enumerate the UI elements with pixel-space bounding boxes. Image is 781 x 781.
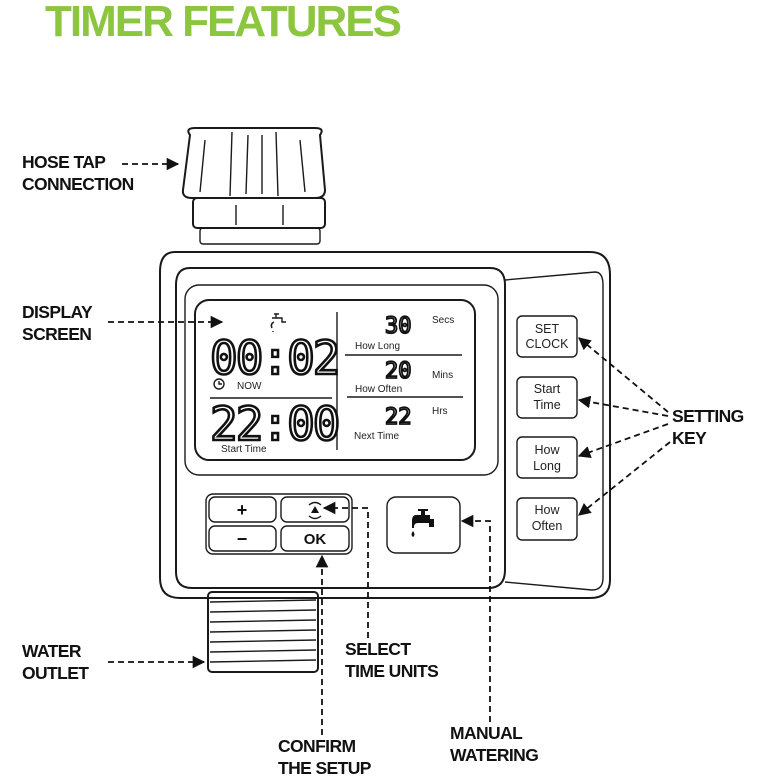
water-outlet-label: WATER [22, 641, 82, 661]
display-label: DISPLAY [22, 302, 93, 322]
water-outlet-thread [207, 591, 319, 673]
setting-key-pointer [577, 395, 669, 417]
key-label: CLOCK [525, 337, 569, 351]
start-time-label: Start Time [221, 444, 267, 455]
hose-tap-connector [181, 127, 327, 245]
cycle-button[interactable] [280, 496, 350, 523]
ok-label: OK [304, 531, 327, 548]
next-time-label: Next Time [354, 431, 399, 442]
key-label: Start [534, 382, 561, 396]
how-often-unit: Mins [432, 370, 453, 381]
hose-tap-label: CONNECTION [22, 174, 134, 194]
setting-key-label: SETTING [672, 406, 744, 426]
setting-key-set-clock[interactable]: SET CLOCK [516, 315, 578, 358]
water-outlet-label: OUTLET [22, 663, 89, 683]
select-units-label: TIME UNITS [345, 661, 438, 681]
start-time-value: 22:00 [210, 397, 338, 451]
setting-key-label: KEY [672, 428, 707, 448]
confirm-label: CONFIRM [278, 736, 355, 756]
key-label: SET [535, 322, 560, 336]
select-units-pointer [322, 501, 369, 638]
setting-key-start-time[interactable]: Start Time [516, 376, 578, 419]
minus-label: − [237, 529, 248, 549]
confirm-label: THE SETUP [278, 758, 372, 778]
ok-button[interactable]: OK [280, 525, 350, 552]
manual-watering-pointer [460, 514, 491, 722]
how-long-unit: Secs [432, 315, 454, 326]
key-label: Often [532, 519, 563, 533]
cycle-icon [308, 501, 322, 520]
manual-watering-button[interactable] [386, 496, 461, 554]
display-screen: 00:02 NOW 22:00 Start Time 30 Secs How L… [194, 299, 476, 461]
button-panel [205, 493, 353, 555]
setting-key-pointer [578, 441, 671, 516]
key-label: How [534, 503, 560, 517]
how-long-value: 30 [385, 314, 412, 339]
key-label: Long [533, 459, 561, 473]
manual-watering-label: MANUAL [450, 723, 523, 743]
key-label: How [534, 443, 560, 457]
select-units-label: SELECT [345, 639, 411, 659]
clock-icon [213, 378, 225, 390]
hose-tap-label: HOSE TAP [22, 152, 106, 172]
next-time-value: 22 [385, 405, 412, 430]
manual-watering-label: WATERING [450, 745, 538, 765]
current-time: 00:02 [210, 331, 338, 385]
timer-body [159, 251, 611, 599]
setting-key-pointer [577, 423, 669, 459]
how-often-label: How Often [355, 384, 402, 395]
setting-key-how-long[interactable]: How Long [516, 436, 578, 479]
plus-button[interactable]: + [208, 496, 277, 523]
now-label: NOW [237, 381, 262, 392]
faucet-icon [411, 509, 434, 537]
how-long-label: How Long [355, 341, 400, 352]
setting-key-how-often[interactable]: How Often [516, 497, 578, 541]
faucet-icon [270, 313, 286, 332]
setting-key-pointer [578, 337, 669, 413]
next-time-unit: Hrs [432, 406, 448, 417]
plus-label: + [237, 500, 248, 520]
display-label: SCREEN [22, 324, 91, 344]
page-title: TIMER FEATURES [45, 0, 401, 46]
how-often-value: 20 [385, 359, 412, 384]
key-label: Time [533, 398, 560, 412]
minus-button[interactable]: − [208, 525, 277, 552]
